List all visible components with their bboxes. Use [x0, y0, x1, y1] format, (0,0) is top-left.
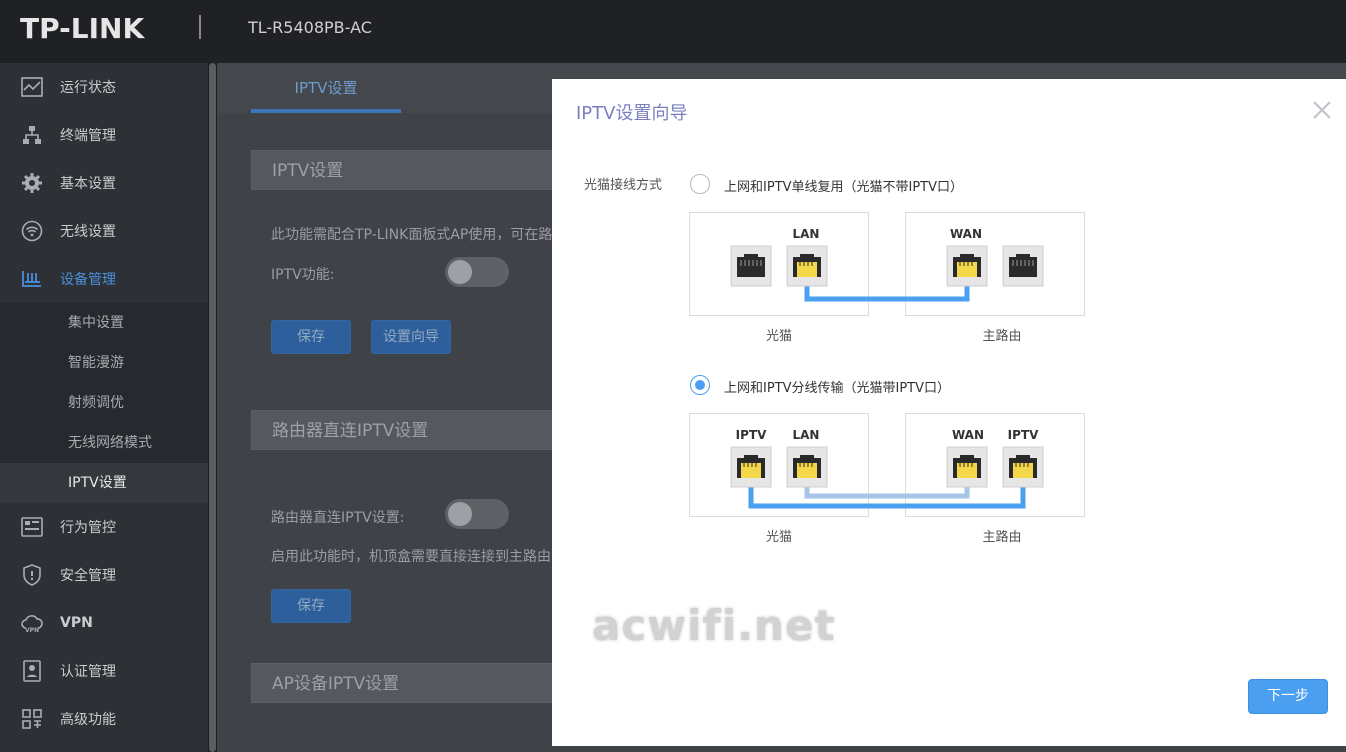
sidebar-scrollbar[interactable]	[208, 63, 217, 752]
watermark: acwifi.net	[592, 601, 836, 650]
diagram1-wan-label: WAN	[949, 227, 983, 241]
section-title-iptv: IPTV设置	[251, 150, 571, 190]
diagram2-modem-lan-port	[786, 446, 828, 488]
iptv-function-toggle[interactable]	[445, 257, 509, 287]
section-title-direct-iptv: 路由器直连IPTV设置	[251, 410, 571, 450]
setup-wizard-button[interactable]: 设置向导	[371, 320, 451, 354]
toggle-knob	[448, 502, 472, 526]
diagram1-router-port-unused	[1002, 245, 1044, 287]
header-divider	[199, 15, 201, 39]
shield-icon	[19, 564, 45, 586]
diagram1-modem-port-unused	[730, 245, 772, 287]
next-step-button[interactable]: 下一步	[1248, 679, 1328, 714]
diagram1-router-name: 主路由	[982, 329, 1022, 344]
sidebar-item-vpn[interactable]: VPN VPN	[0, 599, 208, 647]
diagram2-modem-name: 光猫	[765, 530, 792, 545]
diagram2-lan-label: LAN	[792, 428, 820, 442]
sidebar-item-behavior[interactable]: 行为管控	[0, 503, 208, 551]
id-badge-icon	[19, 660, 45, 682]
radio-label-single-line: 上网和IPTV单线复用（光猫不带IPTV口）	[724, 180, 964, 195]
direct-iptv-description: 启用此功能时，机顶盒需要直接连接到主路由	[271, 549, 551, 565]
iptv-wizard-dialog: IPTV设置向导 光猫接线方式 上网和IPTV单线复用（光猫不带IPTV口） L…	[552, 79, 1346, 746]
vpn-cloud-icon: VPN	[19, 612, 45, 634]
diagram2-router-iptv-port	[1002, 446, 1044, 488]
diagram1-cable	[804, 279, 970, 302]
submenu-item-roaming[interactable]: 智能漫游	[68, 355, 124, 371]
diagram2-router-box	[905, 413, 1085, 517]
sidebar-item-security[interactable]: 安全管理	[0, 551, 208, 599]
direct-iptv-label: 路由器直连IPTV设置:	[271, 510, 405, 526]
diagram1-router-wan-port	[946, 245, 988, 287]
diagram2-router-name: 主路由	[982, 530, 1022, 545]
sidebar-item-label: 运行状态	[60, 80, 116, 96]
tp-link-logo: TP-LINK	[20, 12, 145, 45]
submenu-item-wireless-mode[interactable]: 无线网络模式	[68, 435, 152, 451]
tab-iptv-settings[interactable]: IPTV设置	[294, 79, 358, 97]
sidebar-item-basic[interactable]: 基本设置	[0, 159, 208, 207]
sidebar-item-terminal[interactable]: 终端管理	[0, 111, 208, 159]
sidebar-item-label: 认证管理	[60, 664, 116, 680]
sidebar-item-label: 安全管理	[60, 568, 116, 584]
diagram2-iptv-label-router: IPTV	[1007, 428, 1039, 442]
behavior-control-icon	[19, 516, 45, 538]
radio-single-line[interactable]	[690, 174, 710, 194]
diagram2-router-wan-port	[946, 446, 988, 488]
sidebar-item-auth[interactable]: 认证管理	[0, 647, 208, 695]
device-manage-submenu: 集中设置 智能漫游 射频调优 无线网络模式 IPTV设置	[0, 303, 208, 503]
diagram1-lan-label: LAN	[792, 227, 820, 241]
diagram2-wan-label: WAN	[951, 428, 985, 442]
sidebar-item-label: 设备管理	[60, 272, 116, 288]
diagram2-modem-box	[689, 413, 869, 517]
chart-line-icon	[19, 76, 45, 98]
sidebar-item-label: 终端管理	[60, 128, 116, 144]
device-manage-icon	[19, 268, 45, 290]
direct-iptv-toggle[interactable]	[445, 499, 509, 529]
sidebar-item-device-manage[interactable]: 设备管理	[0, 255, 208, 303]
toggle-knob	[448, 260, 472, 284]
sidebar: 运行状态 终端管理 基本设置 无线设置 设备管理 集中设置 智能漫游 射频调优 …	[0, 63, 208, 752]
tab-active-indicator	[251, 109, 401, 113]
section-title-ap-iptv: AP设备IPTV设置	[251, 663, 571, 703]
port-diagram-graphics	[730, 245, 1044, 509]
save-button[interactable]: 保存	[271, 320, 351, 354]
diagram1-modem-lan-port	[786, 245, 828, 287]
sidebar-item-label: 高级功能	[60, 712, 116, 728]
device-model: TL-R5408PB-AC	[248, 18, 372, 37]
sidebar-item-advanced[interactable]: 高级功能	[0, 695, 208, 743]
diagram2-iptv-cable	[748, 480, 1026, 509]
modem-wiring-label: 光猫接线方式	[584, 178, 663, 193]
iptv-function-label: IPTV功能:	[271, 267, 335, 283]
close-icon[interactable]	[1311, 99, 1333, 121]
submenu-item-centralized[interactable]: 集中设置	[68, 315, 124, 331]
wifi-icon	[19, 220, 45, 242]
diagram2-iptv-label-modem: IPTV	[735, 428, 767, 442]
sidebar-item-label: VPN	[60, 615, 93, 631]
svg-text:VPN: VPN	[25, 627, 39, 633]
save-button-2[interactable]: 保存	[271, 589, 351, 623]
sidebar-item-label: 无线设置	[60, 224, 116, 240]
scrollbar-thumb[interactable]	[209, 63, 216, 752]
diagram1-modem-name: 光猫	[765, 329, 792, 344]
radio-split-line[interactable]	[690, 375, 710, 395]
sidebar-item-label: 行为管控	[60, 520, 116, 536]
grid-icon	[19, 708, 45, 730]
top-bar: TP-LINK TL-R5408PB-AC	[0, 0, 1346, 63]
sidebar-item-wireless[interactable]: 无线设置	[0, 207, 208, 255]
diagram2-internet-cable	[804, 480, 970, 499]
radio-label-split-line: 上网和IPTV分线传输（光猫带IPTV口）	[724, 381, 951, 396]
network-tree-icon	[19, 124, 45, 146]
diagram2-modem-iptv-port	[730, 446, 772, 488]
sidebar-item-status[interactable]: 运行状态	[0, 63, 208, 111]
sidebar-item-label: 基本设置	[60, 176, 116, 192]
gear-icon	[19, 172, 45, 194]
submenu-item-rf-tuning[interactable]: 射频调优	[68, 395, 124, 411]
dialog-title: IPTV设置向导	[576, 103, 688, 124]
submenu-item-iptv[interactable]: IPTV设置	[0, 463, 208, 503]
iptv-description: 此功能需配合TP-LINK面板式AP使用，可在路	[271, 227, 553, 243]
